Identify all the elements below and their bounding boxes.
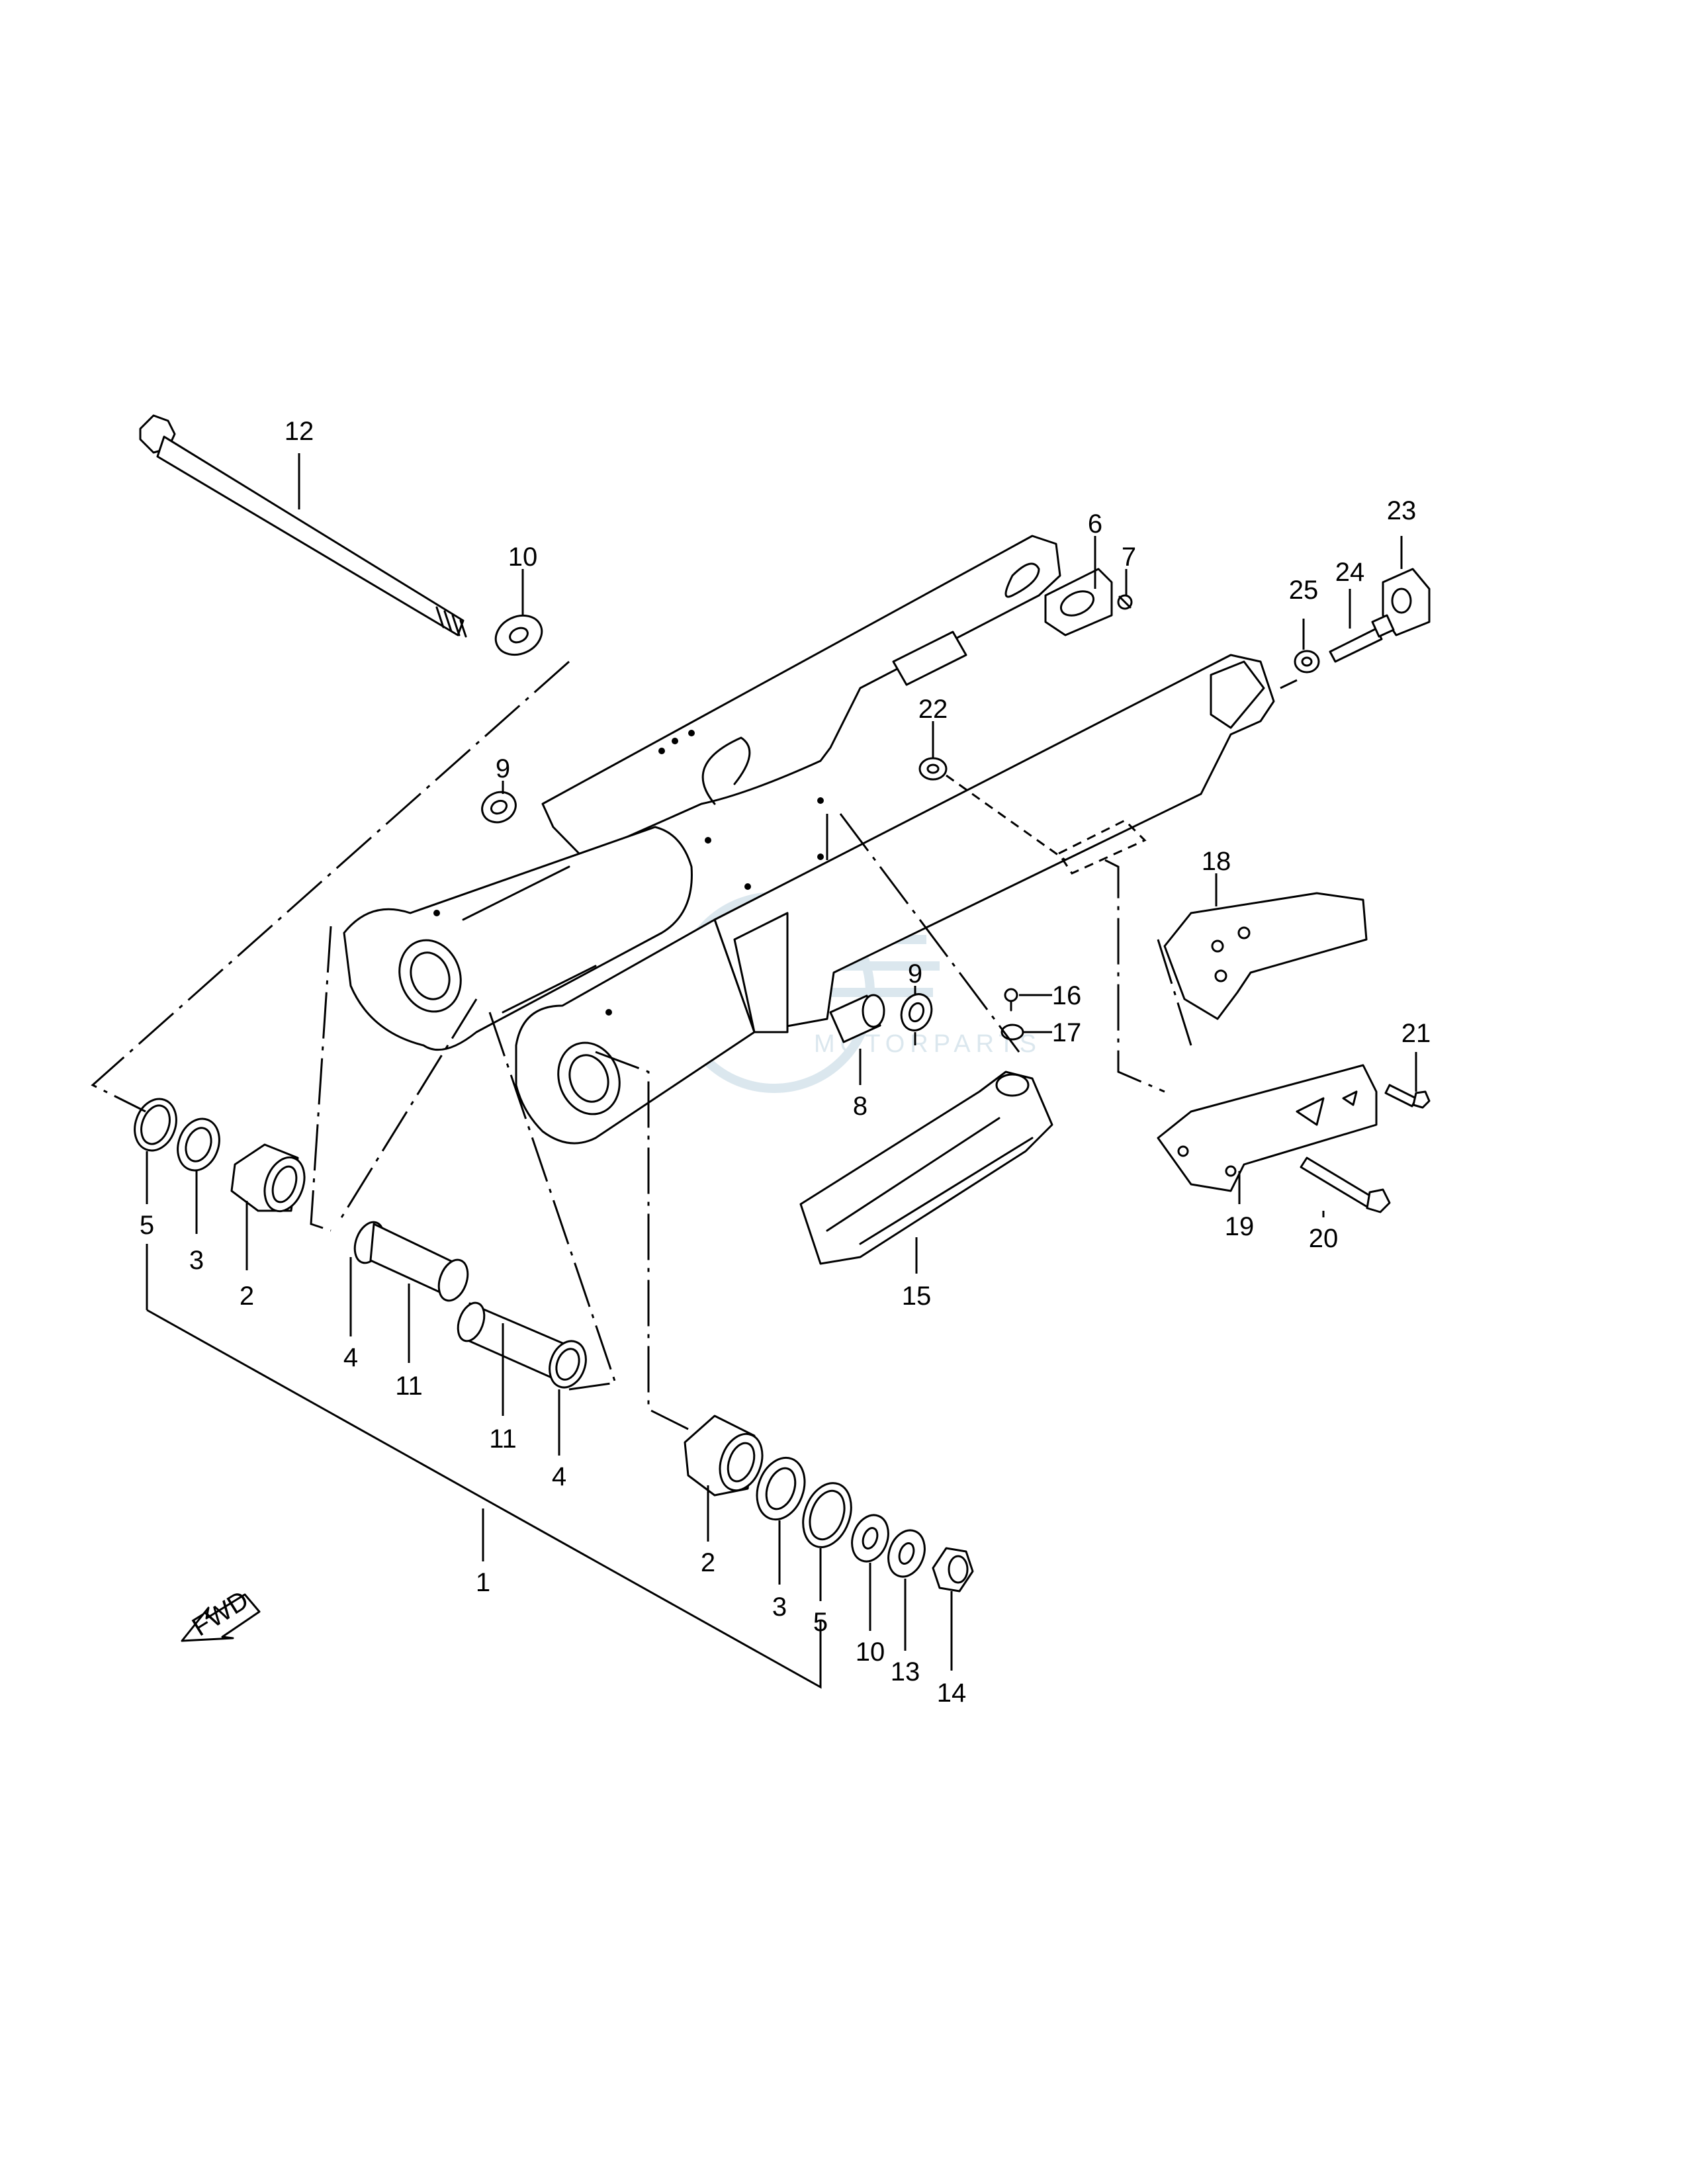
forward-direction-arrow: FWD bbox=[181, 1585, 261, 1642]
chain-guide-19 bbox=[1157, 1064, 1378, 1192]
bolt-21 bbox=[1384, 1084, 1431, 1109]
callout-11: 11 bbox=[395, 1372, 423, 1401]
callout-12: 12 bbox=[285, 417, 314, 446]
callout-15: 15 bbox=[902, 1282, 932, 1311]
bearing-3-left bbox=[177, 1117, 220, 1172]
bearing-8 bbox=[829, 994, 885, 1043]
callout-5: 5 bbox=[140, 1211, 154, 1240]
callout-24: 24 bbox=[1335, 558, 1365, 587]
callout-23: 23 bbox=[1387, 496, 1417, 525]
washer-10-lower bbox=[851, 1514, 889, 1563]
leader-lines bbox=[146, 453, 1417, 1671]
seal-5-left bbox=[134, 1098, 177, 1152]
callout-18: 18 bbox=[1202, 847, 1231, 876]
chain-guide-18 bbox=[1163, 892, 1368, 1020]
needle-bearing-2-left bbox=[230, 1143, 306, 1213]
nut-14 bbox=[932, 1547, 974, 1593]
callout-14: 14 bbox=[937, 1679, 967, 1708]
callout-17: 17 bbox=[1052, 1018, 1082, 1047]
washer-9-lower bbox=[900, 993, 933, 1031]
callout-19: 19 bbox=[1225, 1212, 1255, 1241]
dust-seal-4-right bbox=[549, 1340, 587, 1389]
needle-bearing-2-right bbox=[684, 1415, 764, 1497]
callout-10: 10 bbox=[508, 543, 538, 572]
callout-13: 13 bbox=[891, 1657, 920, 1686]
callout-9: 9 bbox=[496, 754, 510, 783]
callout-11: 11 bbox=[489, 1424, 517, 1454]
callout-7: 7 bbox=[1122, 543, 1136, 572]
nut-25 bbox=[1294, 650, 1320, 674]
washer-13 bbox=[887, 1529, 926, 1578]
callout-20: 20 bbox=[1309, 1224, 1339, 1253]
nut-22-guide-line bbox=[946, 774, 1066, 861]
bolt-20 bbox=[1300, 1157, 1391, 1213]
screw-7 bbox=[1117, 594, 1133, 610]
callout-9: 9 bbox=[908, 959, 922, 988]
chain-slider-15 bbox=[799, 1070, 1053, 1265]
callout-3: 3 bbox=[772, 1593, 787, 1622]
adjuster-bolt-24 bbox=[1329, 614, 1395, 663]
swingarm-body bbox=[343, 535, 1275, 1145]
callout-21: 21 bbox=[1401, 1019, 1431, 1048]
callout-10: 10 bbox=[856, 1638, 885, 1667]
nut-22 bbox=[918, 757, 948, 781]
part-1-bracket bbox=[146, 1244, 822, 1689]
callout-8: 8 bbox=[853, 1092, 867, 1121]
callout-22: 22 bbox=[918, 695, 948, 724]
callout-4: 4 bbox=[343, 1343, 358, 1372]
collar-11-right bbox=[457, 1301, 564, 1381]
adjuster-guide-line bbox=[1280, 679, 1298, 689]
callout-5: 5 bbox=[813, 1608, 828, 1637]
callout-3: 3 bbox=[189, 1246, 204, 1275]
callout-4: 4 bbox=[552, 1462, 566, 1491]
seal-5-right bbox=[802, 1482, 852, 1548]
callout-labels: 1 2 2 3 3 4 4 5 5 6 7 8 9 9 10 10 11 11 … bbox=[140, 417, 1431, 1708]
callout-1: 1 bbox=[476, 1568, 490, 1597]
pivot-axle-bolt bbox=[139, 414, 467, 638]
callout-2: 2 bbox=[240, 1282, 254, 1311]
washer-9-upper bbox=[481, 791, 517, 824]
screw-16 bbox=[1004, 988, 1018, 1012]
bearing-3-right bbox=[756, 1456, 806, 1521]
collar-11-left bbox=[369, 1223, 469, 1302]
callout-16: 16 bbox=[1052, 981, 1082, 1010]
callout-2: 2 bbox=[701, 1548, 715, 1577]
adjuster-block-23 bbox=[1382, 568, 1431, 636]
washer-10-upper bbox=[494, 614, 543, 656]
callout-6: 6 bbox=[1088, 509, 1102, 539]
callout-25: 25 bbox=[1289, 576, 1319, 605]
assembly-lines bbox=[91, 660, 1192, 1430]
